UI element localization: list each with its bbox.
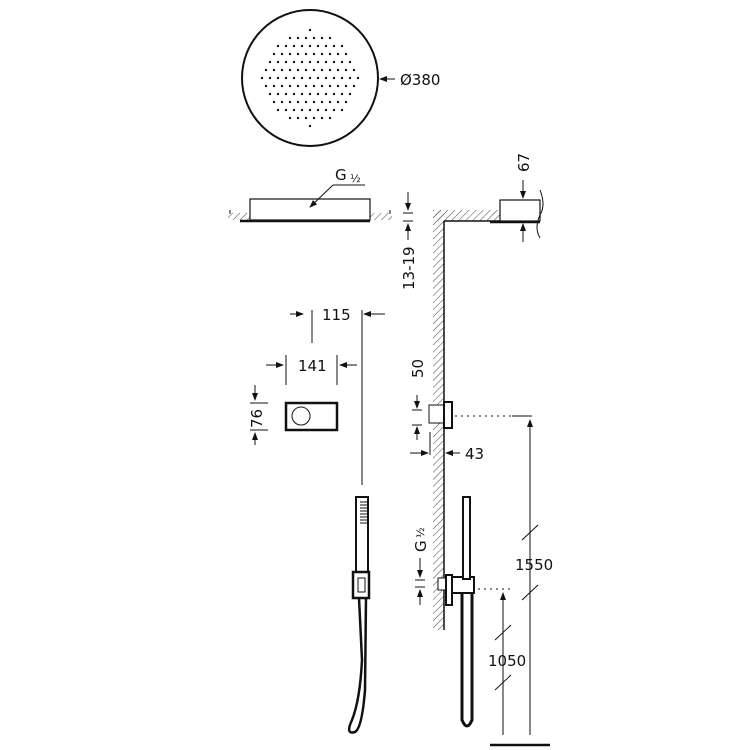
shower-head-top-view: Ø380 <box>241 9 440 147</box>
outlet-height-label: 50 <box>409 359 427 378</box>
mixer-height-label: 76 <box>248 409 266 428</box>
wall-section: 67 50 43 G ½ 1550 <box>409 153 553 747</box>
head-thickness-label: 67 <box>515 153 533 172</box>
wall-connection-label: G <box>412 540 430 552</box>
head-connection-label: G <box>335 166 347 184</box>
head-connection-fraction: ½ <box>350 172 361 185</box>
ceiling-recess-label: 13-19 <box>400 246 418 290</box>
nozzle-dots <box>260 28 360 128</box>
mixer-floor-height-label: 1550 <box>515 556 553 574</box>
wall-connection-fraction: ½ <box>414 527 427 538</box>
front-view: 115 141 76 <box>248 306 385 734</box>
mixer-depth-label: 115 <box>322 306 351 324</box>
ceiling-section-head: G ½ 13-19 <box>228 166 418 290</box>
holder-floor-height-label: 1050 <box>488 652 526 670</box>
head-diameter-label: Ø380 <box>400 71 440 89</box>
mixer-width-label: 141 <box>298 357 327 375</box>
mixer-projection-label: 43 <box>465 445 484 463</box>
